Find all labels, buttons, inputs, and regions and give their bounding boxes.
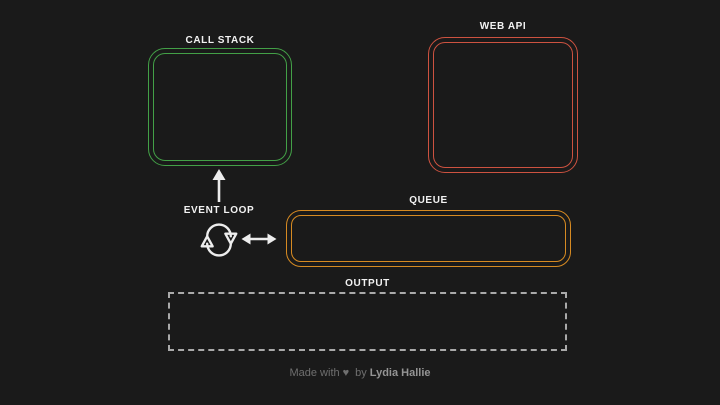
queue-label: QUEUE [409,195,448,206]
call-stack-box [148,48,292,166]
output-box [168,292,567,351]
call-stack-box-inner [153,53,287,161]
output-label: OUTPUT [345,278,390,289]
call-stack-label: CALL STACK [185,35,255,46]
web-api-label: WEB API [479,21,527,32]
footer-by-text: by [355,367,367,379]
footer-author-name: Lydia Hallie [369,367,431,379]
circular-sync-arrows-icon [200,223,238,257]
arrow-up-icon [212,169,226,202]
footer-made-with-text: Made with [289,367,340,379]
double-headed-horizontal-arrow-icon [241,233,277,245]
queue-box-inner [291,215,566,262]
heart-icon: ♥ [342,367,350,379]
queue-box [286,210,571,267]
event-loop-label: EVENT LOOP [183,205,255,216]
web-api-box-inner [433,42,573,168]
web-api-box [428,37,578,173]
